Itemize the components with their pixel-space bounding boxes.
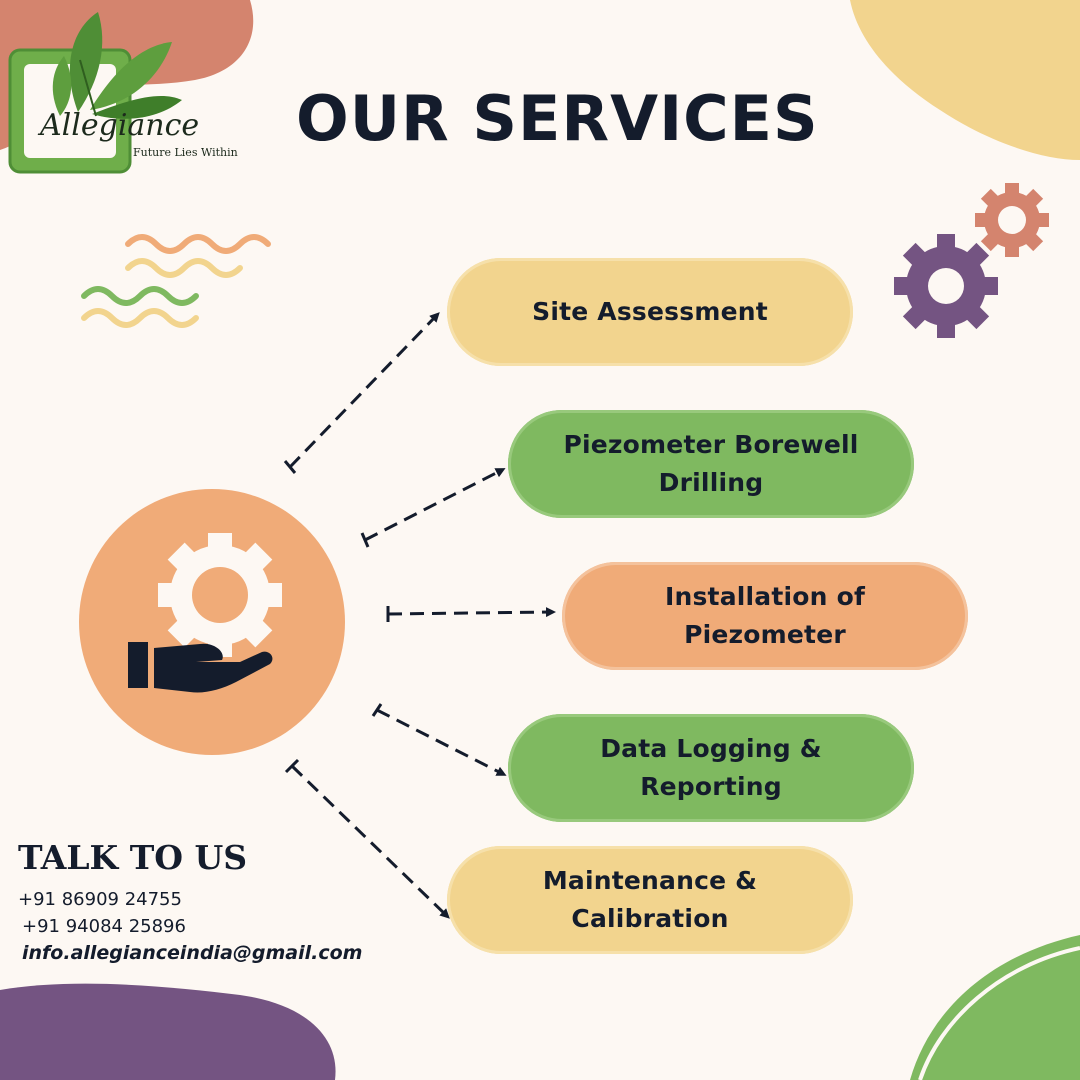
service-maintenance: Maintenance & Calibration: [447, 846, 853, 954]
hand-holding-gear-icon: [128, 533, 282, 693]
brand-name: Allegiance: [40, 108, 200, 143]
arrow-installation: [387, 607, 556, 618]
service-label: Maintenance &: [542, 866, 758, 895]
connector-arrows: [288, 312, 556, 919]
service-label: Piezometer: [684, 620, 846, 649]
service-installation: Installation of Piezometer: [562, 562, 968, 670]
purple-gear-icon: [894, 234, 998, 338]
service-label: Calibration: [571, 904, 729, 933]
service-site-assessment: Site Assessment: [447, 258, 853, 366]
page-title: OUR SERVICES: [296, 82, 819, 155]
contact-phone-2[interactable]: +91 94084 25896: [22, 916, 186, 937]
service-data-logging: Data Logging & Reporting: [508, 714, 914, 822]
bottom-right-curve: [918, 946, 1080, 1080]
leaf-logo-icon: [8, 12, 182, 174]
connector-tails: [283, 460, 390, 774]
contact-heading: TALK TO US: [18, 838, 248, 877]
arrow-maintenance: [290, 764, 450, 919]
service-label: Installation of: [664, 582, 866, 611]
service-borewell-drilling: Piezometer Borewell Drilling: [508, 410, 914, 518]
contact-phone-1[interactable]: +91 86909 24755: [18, 889, 182, 910]
service-label: Data Logging &: [600, 734, 822, 763]
brand-tagline: Future Lies Within: [133, 146, 238, 159]
top-right-blob: [850, 0, 1080, 160]
arrow-data-logging: [376, 708, 507, 776]
service-label: Drilling: [658, 468, 764, 497]
arrow-borewell-drilling: [364, 468, 506, 542]
contact-email[interactable]: info.allegianceindia@gmail.com: [22, 942, 363, 964]
terracotta-gear-icon: [975, 183, 1049, 257]
bottom-right-blob: [910, 935, 1080, 1080]
service-label: Site Assessment: [532, 297, 768, 326]
service-label: Reporting: [640, 772, 782, 801]
bottom-left-blob: [0, 983, 336, 1080]
service-label: Piezometer Borewell: [563, 430, 859, 459]
wavy-lines: [81, 234, 271, 328]
arrow-site-assessment: [288, 312, 440, 469]
